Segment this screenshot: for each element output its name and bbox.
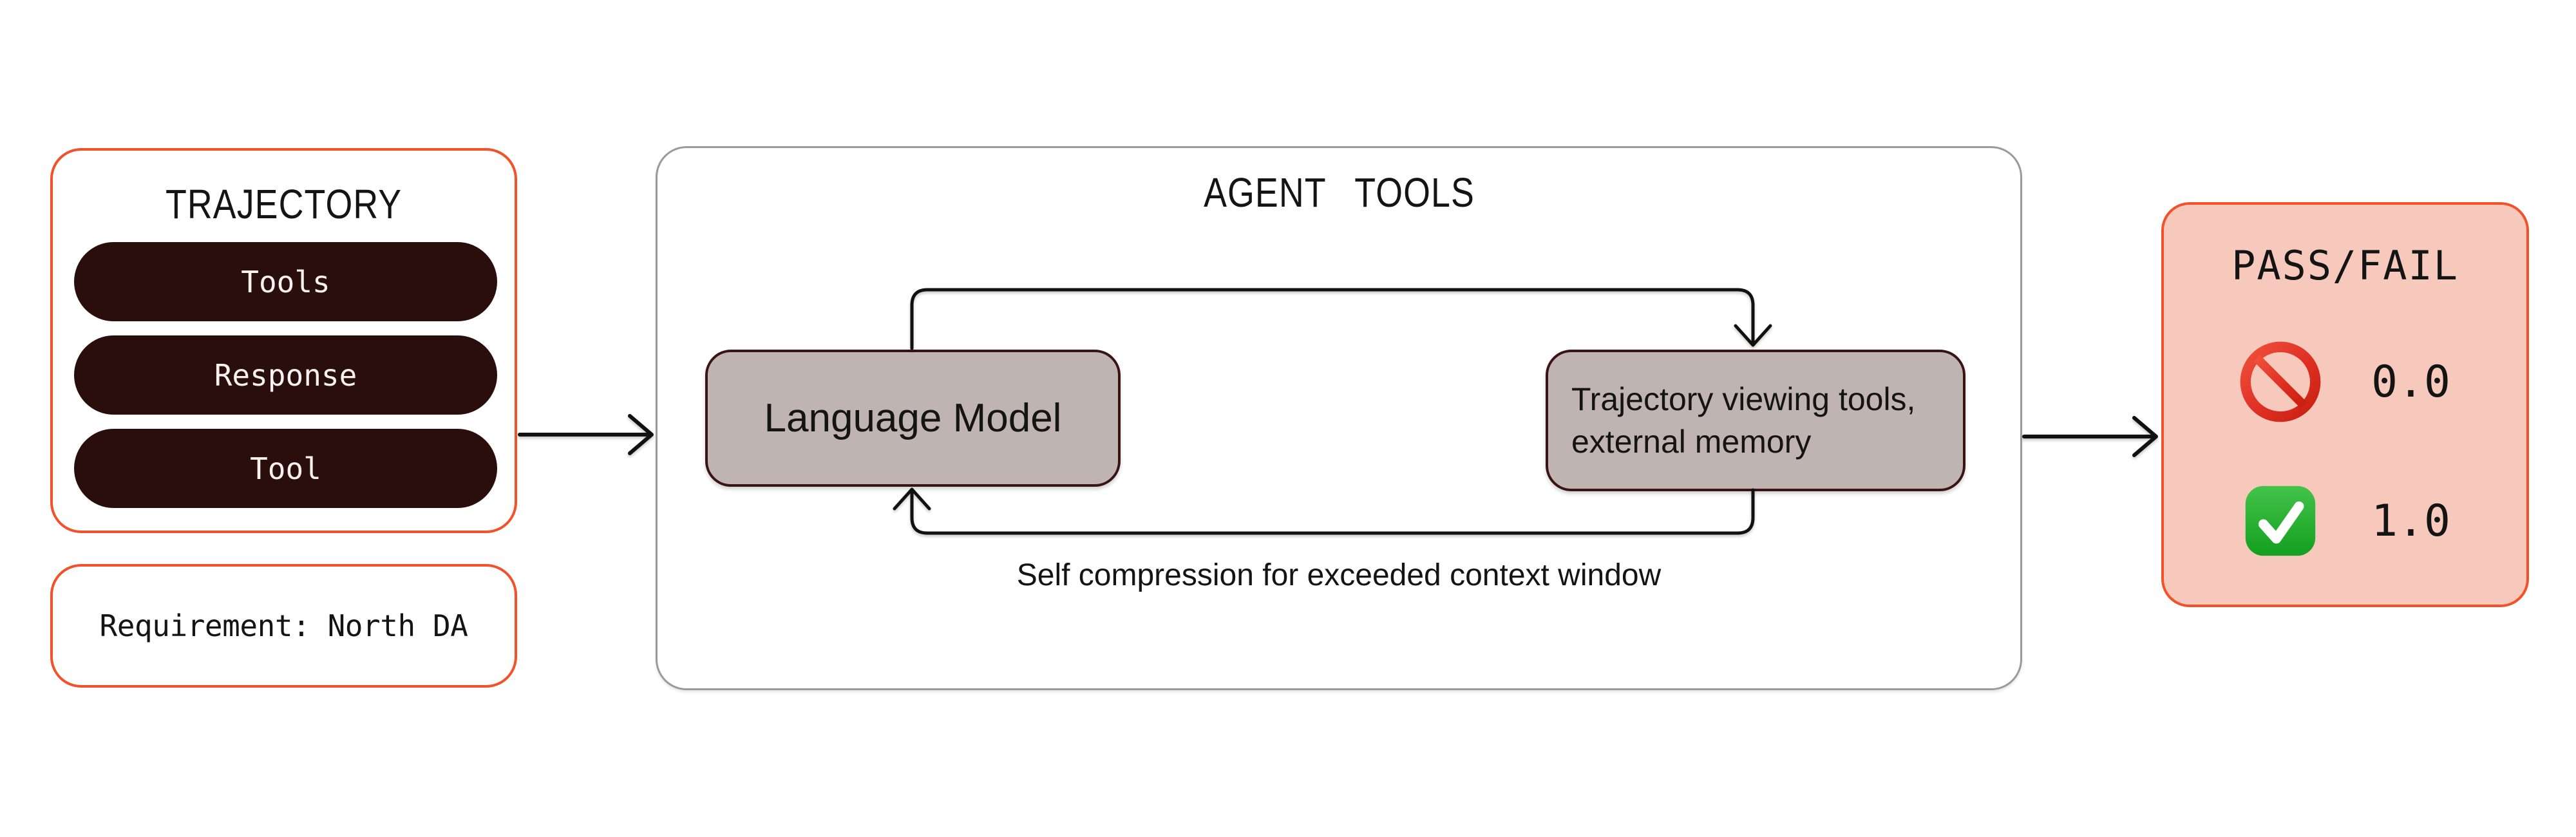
self-compression-caption: Self compression for exceeded context wi… — [1016, 558, 1662, 592]
trajectory-pill-tool: Tool — [74, 429, 497, 508]
requirement-box: Requirement: North DA — [50, 564, 517, 688]
agent-tools-title: AGENT TOOLS — [656, 169, 2022, 216]
passfail-title: PASS/FAIL — [2231, 242, 2459, 289]
check-icon — [2245, 485, 2316, 556]
pill-label: Tool — [250, 451, 321, 486]
trajectory-title-text: TRAJECTORY — [165, 181, 402, 227]
arrow-trajectory-to-agent — [518, 414, 654, 455]
fail-score: 0.0 — [2371, 356, 2450, 408]
language-model-node: Language Model — [705, 350, 1121, 487]
pass-score: 1.0 — [2371, 495, 2450, 547]
pill-label: Tools — [241, 264, 330, 299]
passfail-row-fail: 0.0 — [2164, 341, 2526, 423]
requirement-text: Requirement: North DA — [99, 608, 468, 643]
trajectory-pill-response: Response — [74, 335, 497, 415]
trajectory-title: TRAJECTORY — [53, 180, 515, 228]
trajectory-pill-tools: Tools — [74, 242, 497, 321]
trajectory-viewing-node: Trajectory viewing tools, external memor… — [1546, 350, 1965, 491]
passfail-row-pass: 1.0 — [2164, 480, 2526, 562]
no-entry-icon — [2240, 341, 2321, 422]
language-model-label: Language Model — [764, 396, 1062, 440]
pill-label: Response — [214, 357, 357, 393]
trajectory-viewing-line2: external memory — [1571, 424, 1812, 460]
passfail-box: PASS/FAIL 0.0 — [2161, 202, 2529, 607]
trajectory-box: TRAJECTORY Tools Response Tool — [50, 148, 517, 533]
trajectory-viewing-line1: Trajectory viewing tools, — [1571, 381, 1916, 417]
arrow-agent-to-passfail — [2022, 416, 2158, 457]
agent-tools-title-text: AGENT TOOLS — [1203, 169, 1475, 216]
